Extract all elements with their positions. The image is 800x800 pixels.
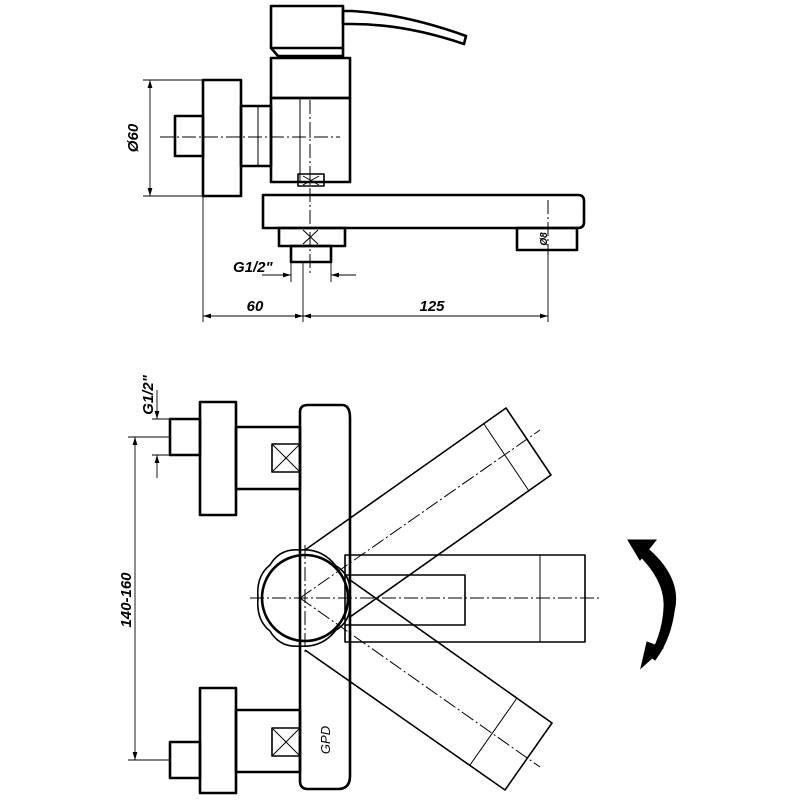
top-view: GPD G1/2" 140-160	[118, 374, 677, 795]
side-connector	[173, 78, 273, 198]
spacing-label: 140-160	[118, 572, 135, 628]
brand-logo: GPD	[318, 726, 333, 754]
diameter-dimension: Ø60	[125, 79, 203, 197]
body-plate	[298, 403, 352, 791]
spout-outlet-label: Ø8	[539, 232, 550, 246]
cartridge-body	[269, 56, 352, 187]
side-view: Ø8 Ø60 G1/2"	[125, 4, 586, 322]
spout-top	[250, 554, 600, 643]
width-right-label: 125	[419, 298, 445, 315]
top-thread-label: G1/2"	[140, 374, 157, 415]
handle-base	[256, 545, 352, 652]
width-left-label: 60	[247, 298, 264, 315]
side-thread-dimension: G1/2"	[233, 259, 356, 282]
spout-side: Ø8	[261, 193, 586, 252]
curved-double-arrow-icon	[627, 539, 677, 670]
spout-swing-down	[299, 579, 553, 791]
lower-connector	[168, 686, 302, 795]
upper-connector	[168, 400, 302, 517]
diameter-label: Ø60	[125, 123, 142, 152]
lever-handle	[269, 4, 468, 58]
side-thread-label: G1/2"	[233, 259, 274, 276]
top-thread-dimension: G1/2"	[140, 374, 170, 478]
lower-nut	[277, 226, 347, 264]
spout-swing-up	[299, 407, 552, 618]
spacing-dimension: 140-160	[118, 436, 170, 761]
width-dimension: 60 125	[202, 196, 549, 322]
